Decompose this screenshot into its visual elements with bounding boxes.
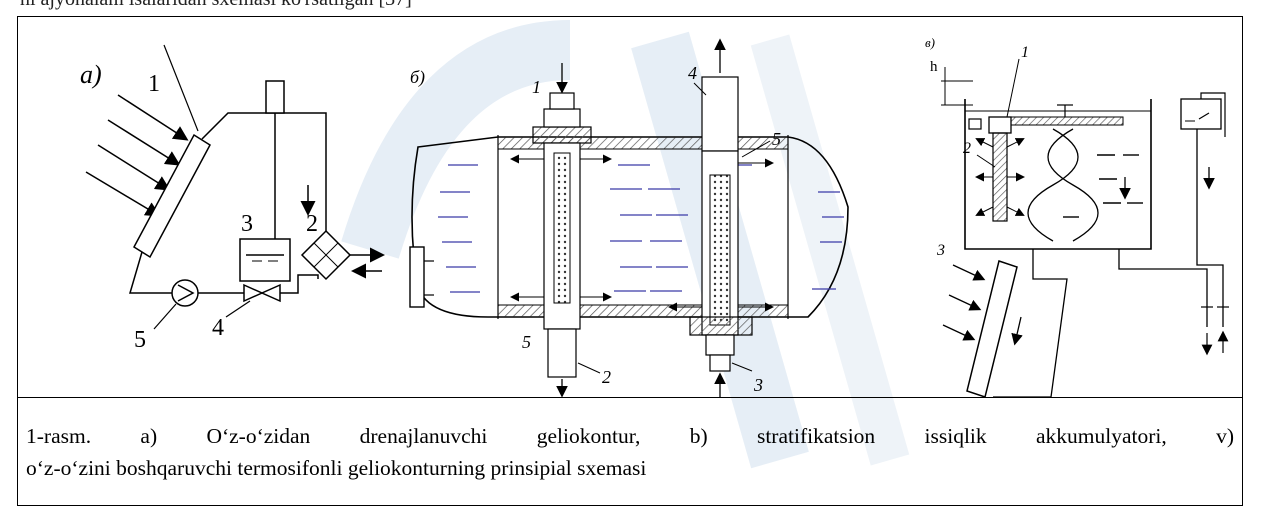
figure-frame: a) 1 3 2 5 [17,16,1243,398]
stratified-water [438,164,844,293]
label-v-2: 2 [963,140,971,157]
label-1: 1 [148,71,160,97]
figure-caption: 1-rasm. a) O‘z-o‘zidan drenajlanuvchi ge… [26,420,1234,484]
supply-tank [1180,98,1222,130]
panel-b-schematic: б) 1 2 [409,38,849,397]
valve-right [260,283,281,303]
label-2: 2 [306,211,318,237]
drain-tank [239,238,291,282]
pump [171,279,199,307]
solar-collector-v [966,260,1018,397]
panel-a-schematic: a) 1 3 2 5 [80,44,385,353]
clipped-text-line: ni ajyonalam isalaridan sxemasi ko'rsati… [20,0,412,11]
collector-return-pipe [993,249,1068,397]
label-b-5-right: 5 [772,129,781,149]
solar-collector [133,133,211,259]
panel-b-tag: б) [410,67,425,88]
right-tube-top [701,76,739,152]
caption-frame: 1-rasm. a) O‘z-o‘zidan drenajlanuvchi ge… [17,397,1243,506]
sun-ray-4 [85,171,161,217]
float-plate [1000,116,1124,126]
valve-left [243,283,264,303]
label-b-3: 3 [753,375,763,395]
label-b-4: 4 [688,63,697,83]
tank-drain-pipe [1118,249,1208,327]
label-b-5-left: 5 [522,332,531,352]
right-tube-bottom-flange [689,316,753,336]
label-5: 5 [134,327,146,353]
caption-line-1: 1-rasm. a) O‘z-o‘zidan drenajlanuvchi ge… [26,424,1234,448]
float-valve [992,132,1008,222]
label-v-1: 1 [1021,44,1029,61]
thermosiphon-tank [964,99,1152,250]
stratification-curve [1027,128,1079,242]
accumulator-vessel [411,136,849,318]
left-tube-outlet [547,328,577,378]
label-b-1: 1 [532,77,541,97]
panel-a-tag: a) [80,60,102,89]
caption-line-2: o‘z-o‘zini boshqaruvchi termosifonli gel… [26,456,647,480]
label-v-3: 3 [936,242,945,259]
left-tube-top-flange [532,126,592,144]
label-1-leader [163,44,199,132]
sun-ray-1 [117,94,189,141]
sun-ray-2 [107,119,181,166]
label-b-2: 2 [602,367,611,387]
panel-v-tag: в) [925,35,935,50]
side-flange [409,246,425,308]
label-4: 4 [212,315,224,341]
label-3: 3 [241,211,253,237]
panel-v-schematic: в) h 2 1 [925,35,1229,397]
label-v-h: h [930,59,938,75]
sun-ray-3 [97,144,171,191]
vent-pipe [265,80,285,114]
return-pipe [128,251,174,294]
